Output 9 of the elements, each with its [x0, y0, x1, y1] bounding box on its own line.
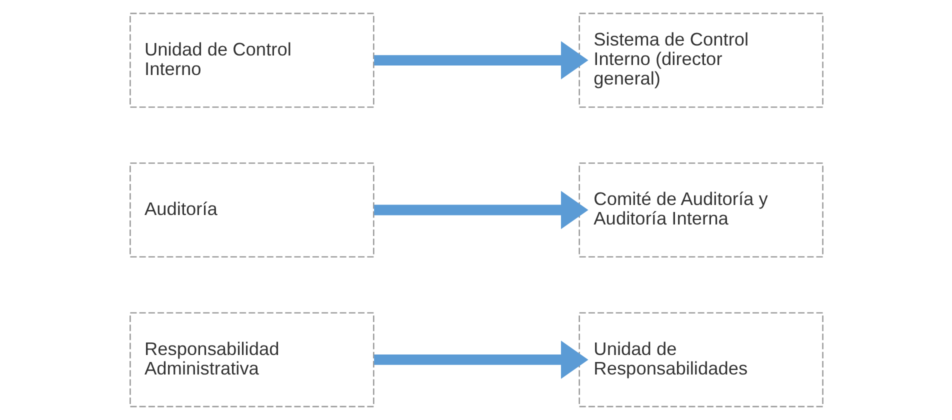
node-box: Responsabilidad Administrativa [129, 312, 374, 408]
arrow [374, 190, 588, 230]
node-box: Unidad de Control Interno [129, 12, 374, 108]
node-box: Comité de Auditoría y Auditoría Interna [578, 162, 823, 258]
arrow [374, 340, 588, 379]
node-box: Auditoría [129, 162, 374, 258]
node-box: Unidad de Responsabilidades [578, 312, 823, 408]
arrow [374, 41, 588, 80]
node-box: Sistema de Control Interno (director general) [578, 12, 823, 108]
